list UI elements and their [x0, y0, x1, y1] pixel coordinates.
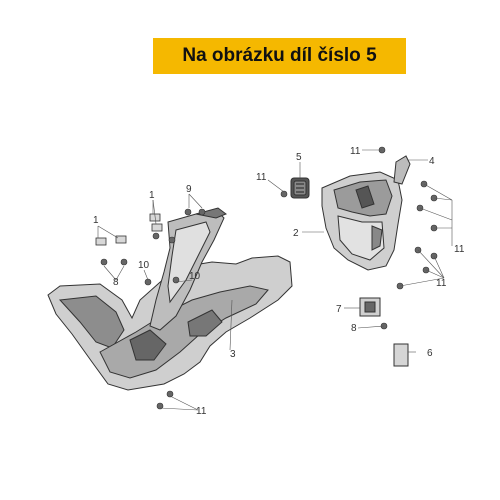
callout: 11	[256, 172, 267, 183]
callout: 6	[427, 348, 433, 359]
part-5	[290, 177, 310, 199]
callout: 10	[138, 260, 150, 271]
part-4	[393, 155, 411, 185]
part-7	[359, 297, 381, 317]
callout: 11	[350, 146, 361, 157]
callout: 5	[296, 152, 302, 163]
leader-lines	[97, 149, 453, 411]
callout: 8	[351, 323, 357, 334]
callout: 10	[189, 271, 201, 282]
title-banner: Na obrázku díl číslo 5	[153, 38, 406, 74]
callout: 9	[186, 184, 192, 195]
callout: 11	[196, 406, 207, 417]
callout: 2	[293, 228, 299, 239]
callout: 11	[436, 278, 447, 289]
part-6	[393, 343, 409, 367]
banner-text: Na obrázku díl číslo 5	[182, 45, 377, 66]
clips	[95, 213, 163, 246]
callout: 4	[429, 156, 435, 167]
floor-panel	[47, 255, 293, 391]
inner-leg-shield	[321, 171, 403, 271]
callout: 11	[454, 244, 465, 255]
callout: 8	[113, 277, 119, 288]
callout-labels: 1 1 9 10 8 10 3 11 5 11 4 2 7 8 6 11 11 …	[93, 146, 465, 417]
callout: 1	[93, 215, 99, 226]
callout: 7	[336, 304, 342, 315]
callout: 1	[149, 190, 155, 201]
callout: 3	[230, 349, 236, 360]
